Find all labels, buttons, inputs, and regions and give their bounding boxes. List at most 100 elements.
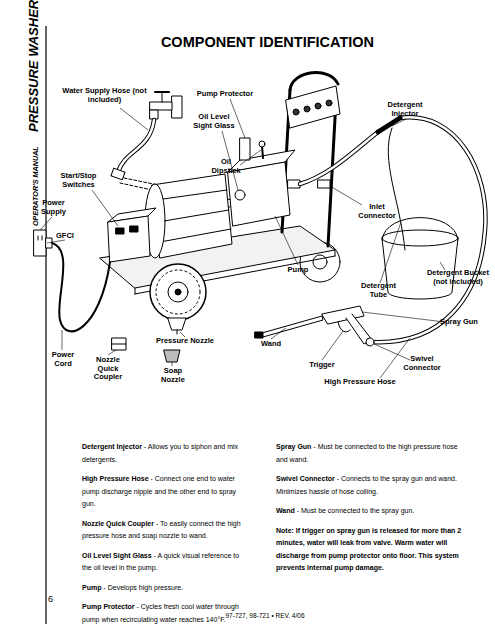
term: Swivel Connector [276,475,335,482]
description-paragraph: Note: If trigger on spray gun is release… [276,525,466,575]
inlet-connector [318,180,330,188]
pressure-hose-fill [372,117,485,342]
part-label: Pump Protector [190,90,260,99]
description-paragraph: Pump Protector- Cycles fresh cool water … [82,601,244,626]
text-column: Spray Gun- Must be connected to the high… [276,441,466,582]
leader-lines [40,99,445,378]
leader-line [108,350,116,355]
outlet-slot [38,236,39,240]
switch [130,226,138,232]
faucet-pipe [150,102,172,110]
leader-line [271,328,286,339]
switch [116,228,124,234]
pressure-nozzle [168,318,186,330]
wheel-axle [175,289,181,295]
term: Detergent Injector [82,443,142,450]
leader-line [362,312,445,322]
leader-line [240,150,261,165]
switch-box [108,216,150,262]
leader-line [120,108,148,130]
part-label: Water Supply Hose (not included) [62,87,147,104]
definition: - Must be connected to the spray gun. [297,507,415,514]
part-label: Detergent Injector [380,101,430,118]
pressure-hose-fill [300,132,378,184]
term: Note: If trigger on spray gun is release… [276,527,461,572]
oil-dipstick [262,146,263,158]
power-cord [52,243,110,331]
frame-edge [135,288,136,294]
definition: - Develops high pressure. [103,584,183,591]
leader-line [380,338,410,378]
faucet-stem [162,92,163,102]
faucet-handle [155,91,169,93]
leader-line [62,330,63,350]
frame-edge [335,250,336,256]
description-paragraph: High Pressure Hose- Connect one end to w… [82,473,244,511]
motor-fin [156,190,227,200]
wheel-hub [313,255,327,269]
supply-hose-fill [118,120,154,172]
part-label: Oil Level Sight Glass [188,113,240,130]
term: Oil Level Sight Glass [82,552,152,559]
term: Pump Protector [82,603,135,610]
coupler-ring [112,344,126,345]
motor-fin [160,229,231,242]
description-paragraph: Nozzle Quick Coupler- To easily connect … [82,518,244,543]
swivel-connector [366,338,374,346]
page-title: COMPONENT IDENTIFICATION [45,33,490,51]
description-paragraph: Spray Gun- Must be connected to the high… [276,441,466,466]
term: Nozzle Quick Coupler [82,520,154,527]
part-label: Detergent Bucket (not included) [424,269,492,286]
page-number: 6 [48,594,68,605]
description-paragraph: Swivel Connector- Connects to the spray … [276,473,466,498]
wand-tip [255,332,263,338]
part-label: Trigger [303,361,341,370]
description-paragraph: Pump- Develops high pressure. [82,582,244,595]
detergent-injector [378,118,400,132]
nozzle-holder-panel [286,86,340,128]
term: Spray Gun [276,443,311,450]
part-label: Inlet Connector [352,203,402,220]
part-label: Soap Nozzle [154,367,192,384]
nozzle-tip [177,330,178,334]
leader-line [374,344,410,360]
trigger [338,322,350,332]
part-label: Power Supply [36,199,71,216]
leader-line [230,99,245,138]
outlet-slot [42,236,43,240]
handle-post [328,100,336,246]
leader-line [47,240,65,243]
wall-plate [172,96,182,118]
leader-line [172,362,173,366]
part-label: GFCI [50,232,80,241]
description-paragraph: Wand- Must be connected to the spray gun… [276,505,466,518]
dipstick-cap [259,141,265,147]
detergent-tube [388,128,405,250]
nozzle-holder [304,106,310,112]
pressure-hose-outline [300,132,378,184]
leader-line [40,217,52,230]
description-paragraph: Oil Level Sight Glass- A quick visual re… [82,550,244,575]
part-label: Detergent Tube [356,282,401,299]
quick-coupler [112,338,126,350]
leader-line [275,216,298,265]
pump-protector [240,138,250,160]
part-label: Wand [256,340,286,349]
front-wheel [150,264,206,320]
part-label: Power Cord [44,351,82,368]
side-heading: OPERATOR'S MANUAL [31,146,40,226]
margin-rule [45,26,46,624]
supply-hose-outline [118,120,154,172]
leader-line [392,119,406,126]
description-paragraph: Detergent Injector- Allows you to siphon… [82,441,244,466]
part-label: Pump [283,266,313,275]
part-label: Spray Gun [440,318,478,327]
part-label: High Pressure Hose [318,378,402,387]
leader-line [92,190,118,226]
hose-fitting [111,168,125,180]
term: Wand [276,507,295,514]
text-column: Detergent Injector- Allows you to siphon… [82,441,244,633]
part-label: Nozzle Quick Coupler [88,356,128,382]
leader-line [380,222,401,283]
